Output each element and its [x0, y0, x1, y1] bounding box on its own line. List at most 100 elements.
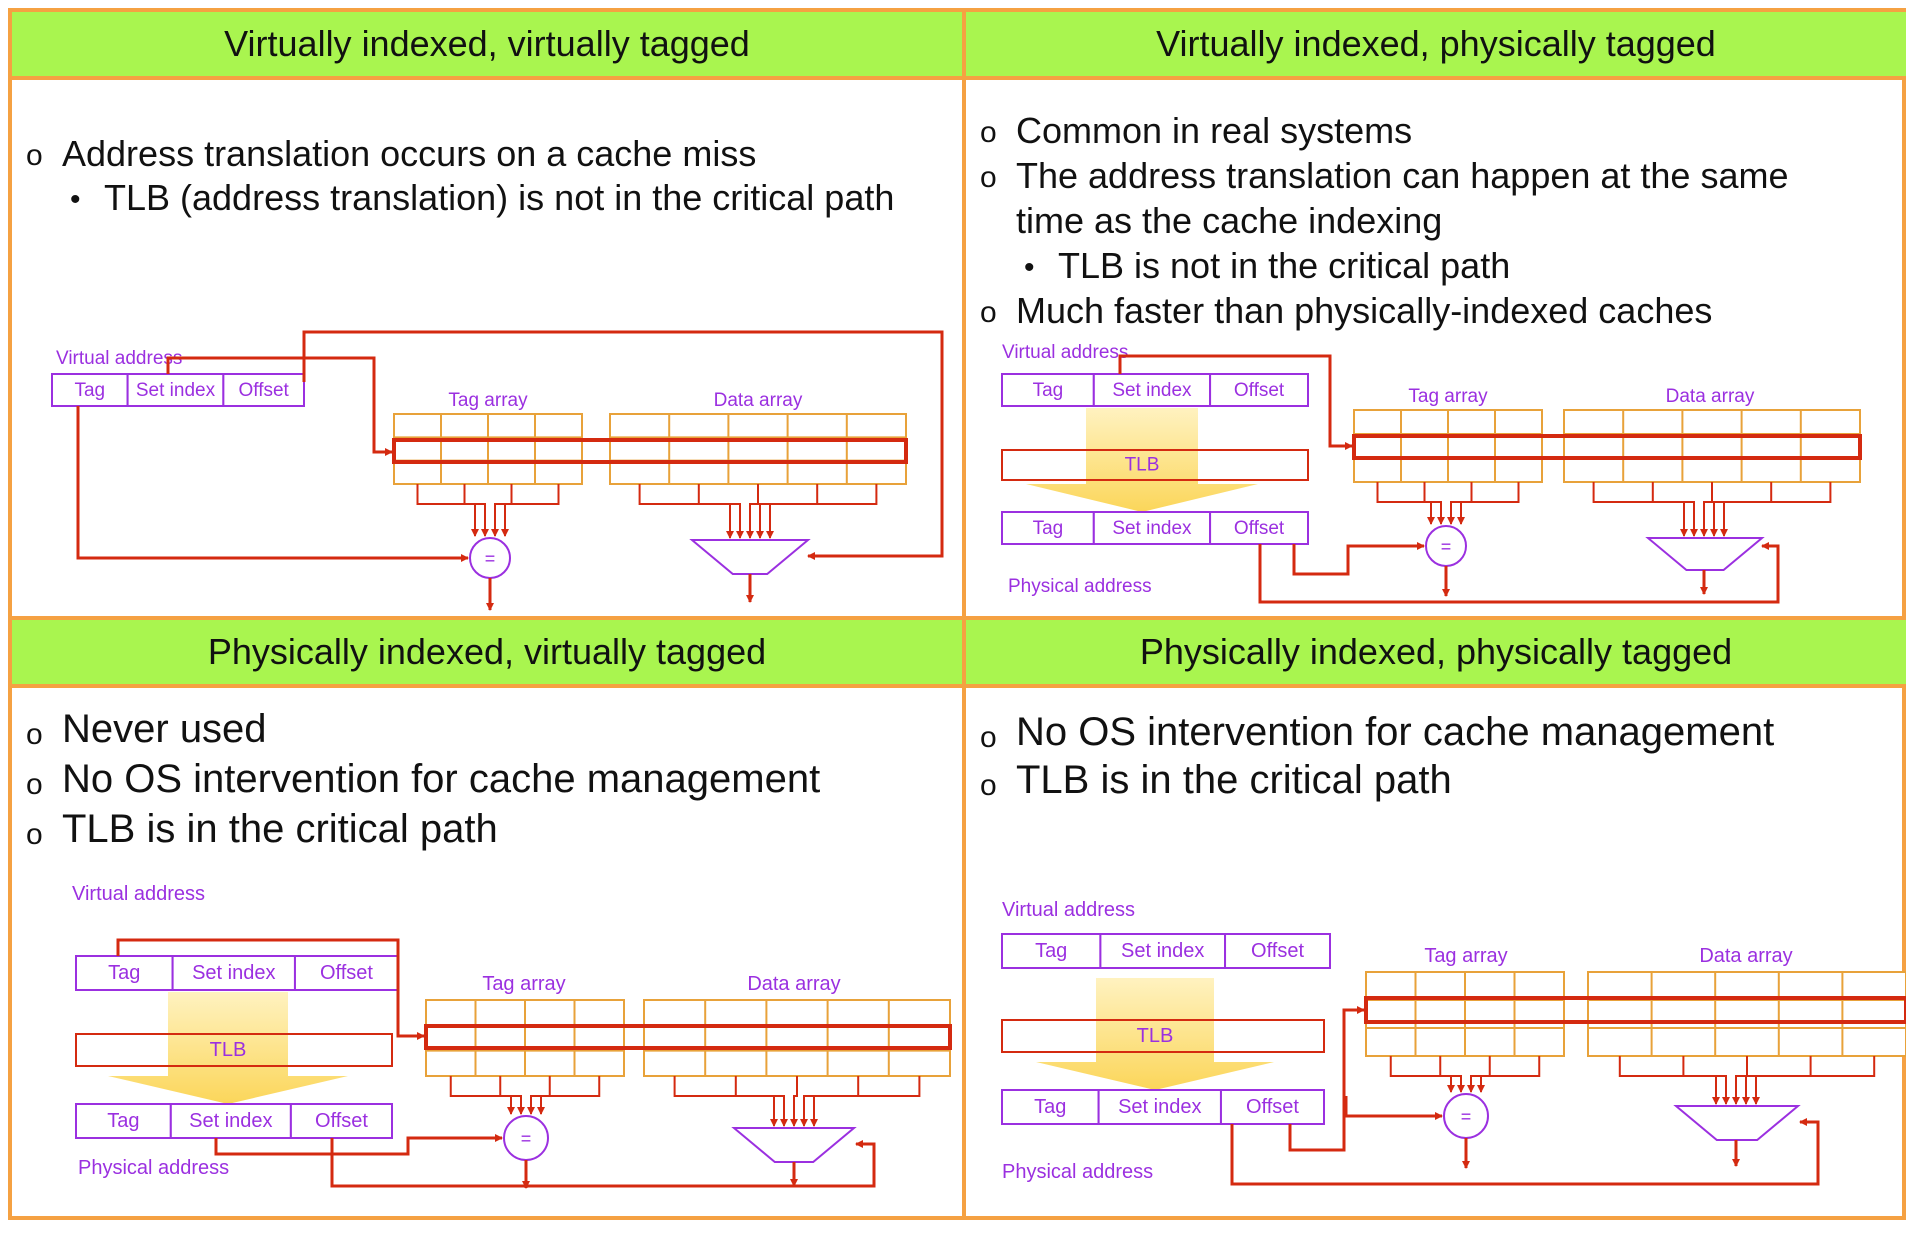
- virtual-address-label: Virtual address: [56, 348, 182, 369]
- panel-title: Physically indexed, virtually tagged: [12, 620, 962, 688]
- comparator-label: =: [1461, 1106, 1472, 1126]
- vivtdataout-output-wire: [756, 484, 819, 539]
- tlb-box: [1001, 1019, 1325, 1053]
- tlb-label: TLB: [1137, 1025, 1174, 1047]
- data-array-label: Data array: [1666, 386, 1755, 407]
- data-multiplexer: [731, 1127, 857, 1163]
- tag-field: [75, 955, 174, 991]
- bullet-item: • TLB (address translation) is not in the…: [26, 176, 894, 220]
- tag-to-comparator-wire: [1344, 1096, 1443, 1120]
- tag-array-label: Tag array: [1408, 386, 1488, 407]
- viptdataout-output-wire: [1651, 482, 1698, 537]
- bullet-text: No OS intervention for cache management: [1016, 710, 1775, 754]
- vivttagout-output-wire: [491, 484, 513, 537]
- pivtdataout-output-wire: [810, 1076, 921, 1127]
- bullet-marker: o: [26, 768, 43, 801]
- set-index-field: [1097, 1089, 1222, 1125]
- offset-field: [1219, 1089, 1326, 1125]
- set-index-wire: [214, 1134, 503, 1156]
- tag-field: [1001, 373, 1095, 407]
- tlb-box: [75, 1033, 393, 1067]
- set-index-wire: [1118, 354, 1353, 450]
- bullet-text: TLB is not in the critical path: [1058, 245, 1511, 286]
- bullet-item: o No OS intervention for cache management: [26, 754, 820, 804]
- bullet-item: • TLB is not in the critical path: [980, 243, 1789, 288]
- pivtdataout-output-wire: [790, 1076, 798, 1127]
- pipttagout-output-wire: [1439, 1056, 1465, 1093]
- tlb-label: TLB: [210, 1039, 247, 1061]
- tag-field: [1001, 933, 1102, 969]
- pipttagout-output-wire: [1477, 1056, 1541, 1093]
- offset-field: [1224, 933, 1332, 969]
- bullet-marker: o: [980, 116, 997, 149]
- set-index-field-label: Set index: [136, 380, 216, 401]
- data-array-label: Data array: [714, 390, 803, 411]
- set-index-field-label: Set index: [1121, 940, 1204, 962]
- bullet-item: time as the cache indexing: [980, 198, 1789, 243]
- bullet-text: TLB (address translation) is not in the …: [104, 177, 895, 218]
- tag-to-comparator-wire: [116, 938, 425, 1040]
- physical-address-label: Physical address: [1008, 576, 1152, 597]
- offset-wire: [302, 330, 944, 560]
- data-multiplexer: [689, 539, 811, 575]
- data-array: [609, 413, 907, 485]
- set-index-field-label: Set index: [1112, 380, 1192, 401]
- vertical-divider: [962, 12, 966, 1216]
- virtual-address-label: Virtual address: [72, 883, 205, 905]
- tag-field-label: Tag: [1035, 940, 1067, 962]
- bullet-marker: o: [26, 139, 43, 172]
- tag-field-label: Tag: [107, 1110, 139, 1132]
- pivttagout-output-wire: [499, 1076, 525, 1115]
- viptdataout-output-wire: [1720, 482, 1832, 537]
- data-multiplexer: [1645, 537, 1765, 571]
- vivtdataout-output-wire: [697, 484, 744, 539]
- viptdataout-output-wire: [1700, 482, 1713, 537]
- piptdataout-output-wire: [1752, 1056, 1876, 1105]
- tlb-box: [1001, 449, 1309, 481]
- piptdataout-output-wire: [1732, 1056, 1748, 1105]
- comparator-label: =: [521, 1128, 532, 1148]
- tlb-label: TLB: [1125, 454, 1160, 475]
- bullet-marker: o: [980, 769, 997, 802]
- data-array: [643, 999, 951, 1077]
- piptdataout-output-wire: [1682, 1056, 1730, 1105]
- panel-title: Virtually indexed, virtually tagged: [12, 12, 962, 80]
- set-index-field-label: Set index: [1118, 1096, 1201, 1118]
- bullet-marker: o: [980, 161, 997, 194]
- selected-set-row: [1352, 434, 1862, 460]
- tag-array-label: Tag array: [448, 390, 528, 411]
- virtual-address-label: Virtual address: [1002, 899, 1135, 921]
- tlb-translation-arrow: [108, 992, 348, 1104]
- data-array: [1587, 971, 1906, 1057]
- bullet-marker: o: [980, 296, 997, 329]
- comparator-label: =: [1441, 536, 1452, 556]
- tag-array-label: Tag array: [1424, 945, 1507, 967]
- tag-array-label: Tag array: [482, 973, 565, 995]
- vipttagout-output-wire: [1376, 482, 1435, 525]
- bullet-marker: •: [1024, 251, 1035, 284]
- bullet-text: No OS intervention for cache management: [62, 757, 821, 801]
- virtual-address-label: Virtual address: [1002, 342, 1128, 363]
- set-index-field-label: Set index: [1112, 518, 1192, 539]
- tag-field-label: Tag: [1034, 1096, 1066, 1118]
- physical-address-label: Physical address: [78, 1157, 229, 1179]
- pipttagout-output-wire: [1389, 1056, 1455, 1093]
- vivttagout-output-wire: [501, 484, 560, 537]
- set-index-field: [1092, 511, 1212, 545]
- tag-to-comparator-wire: [76, 406, 469, 562]
- offset-wire: [1230, 1118, 1820, 1186]
- offset-wire: [1258, 542, 1780, 604]
- vivtdataout-output-wire: [638, 484, 734, 539]
- bullet-marker: •: [70, 183, 81, 216]
